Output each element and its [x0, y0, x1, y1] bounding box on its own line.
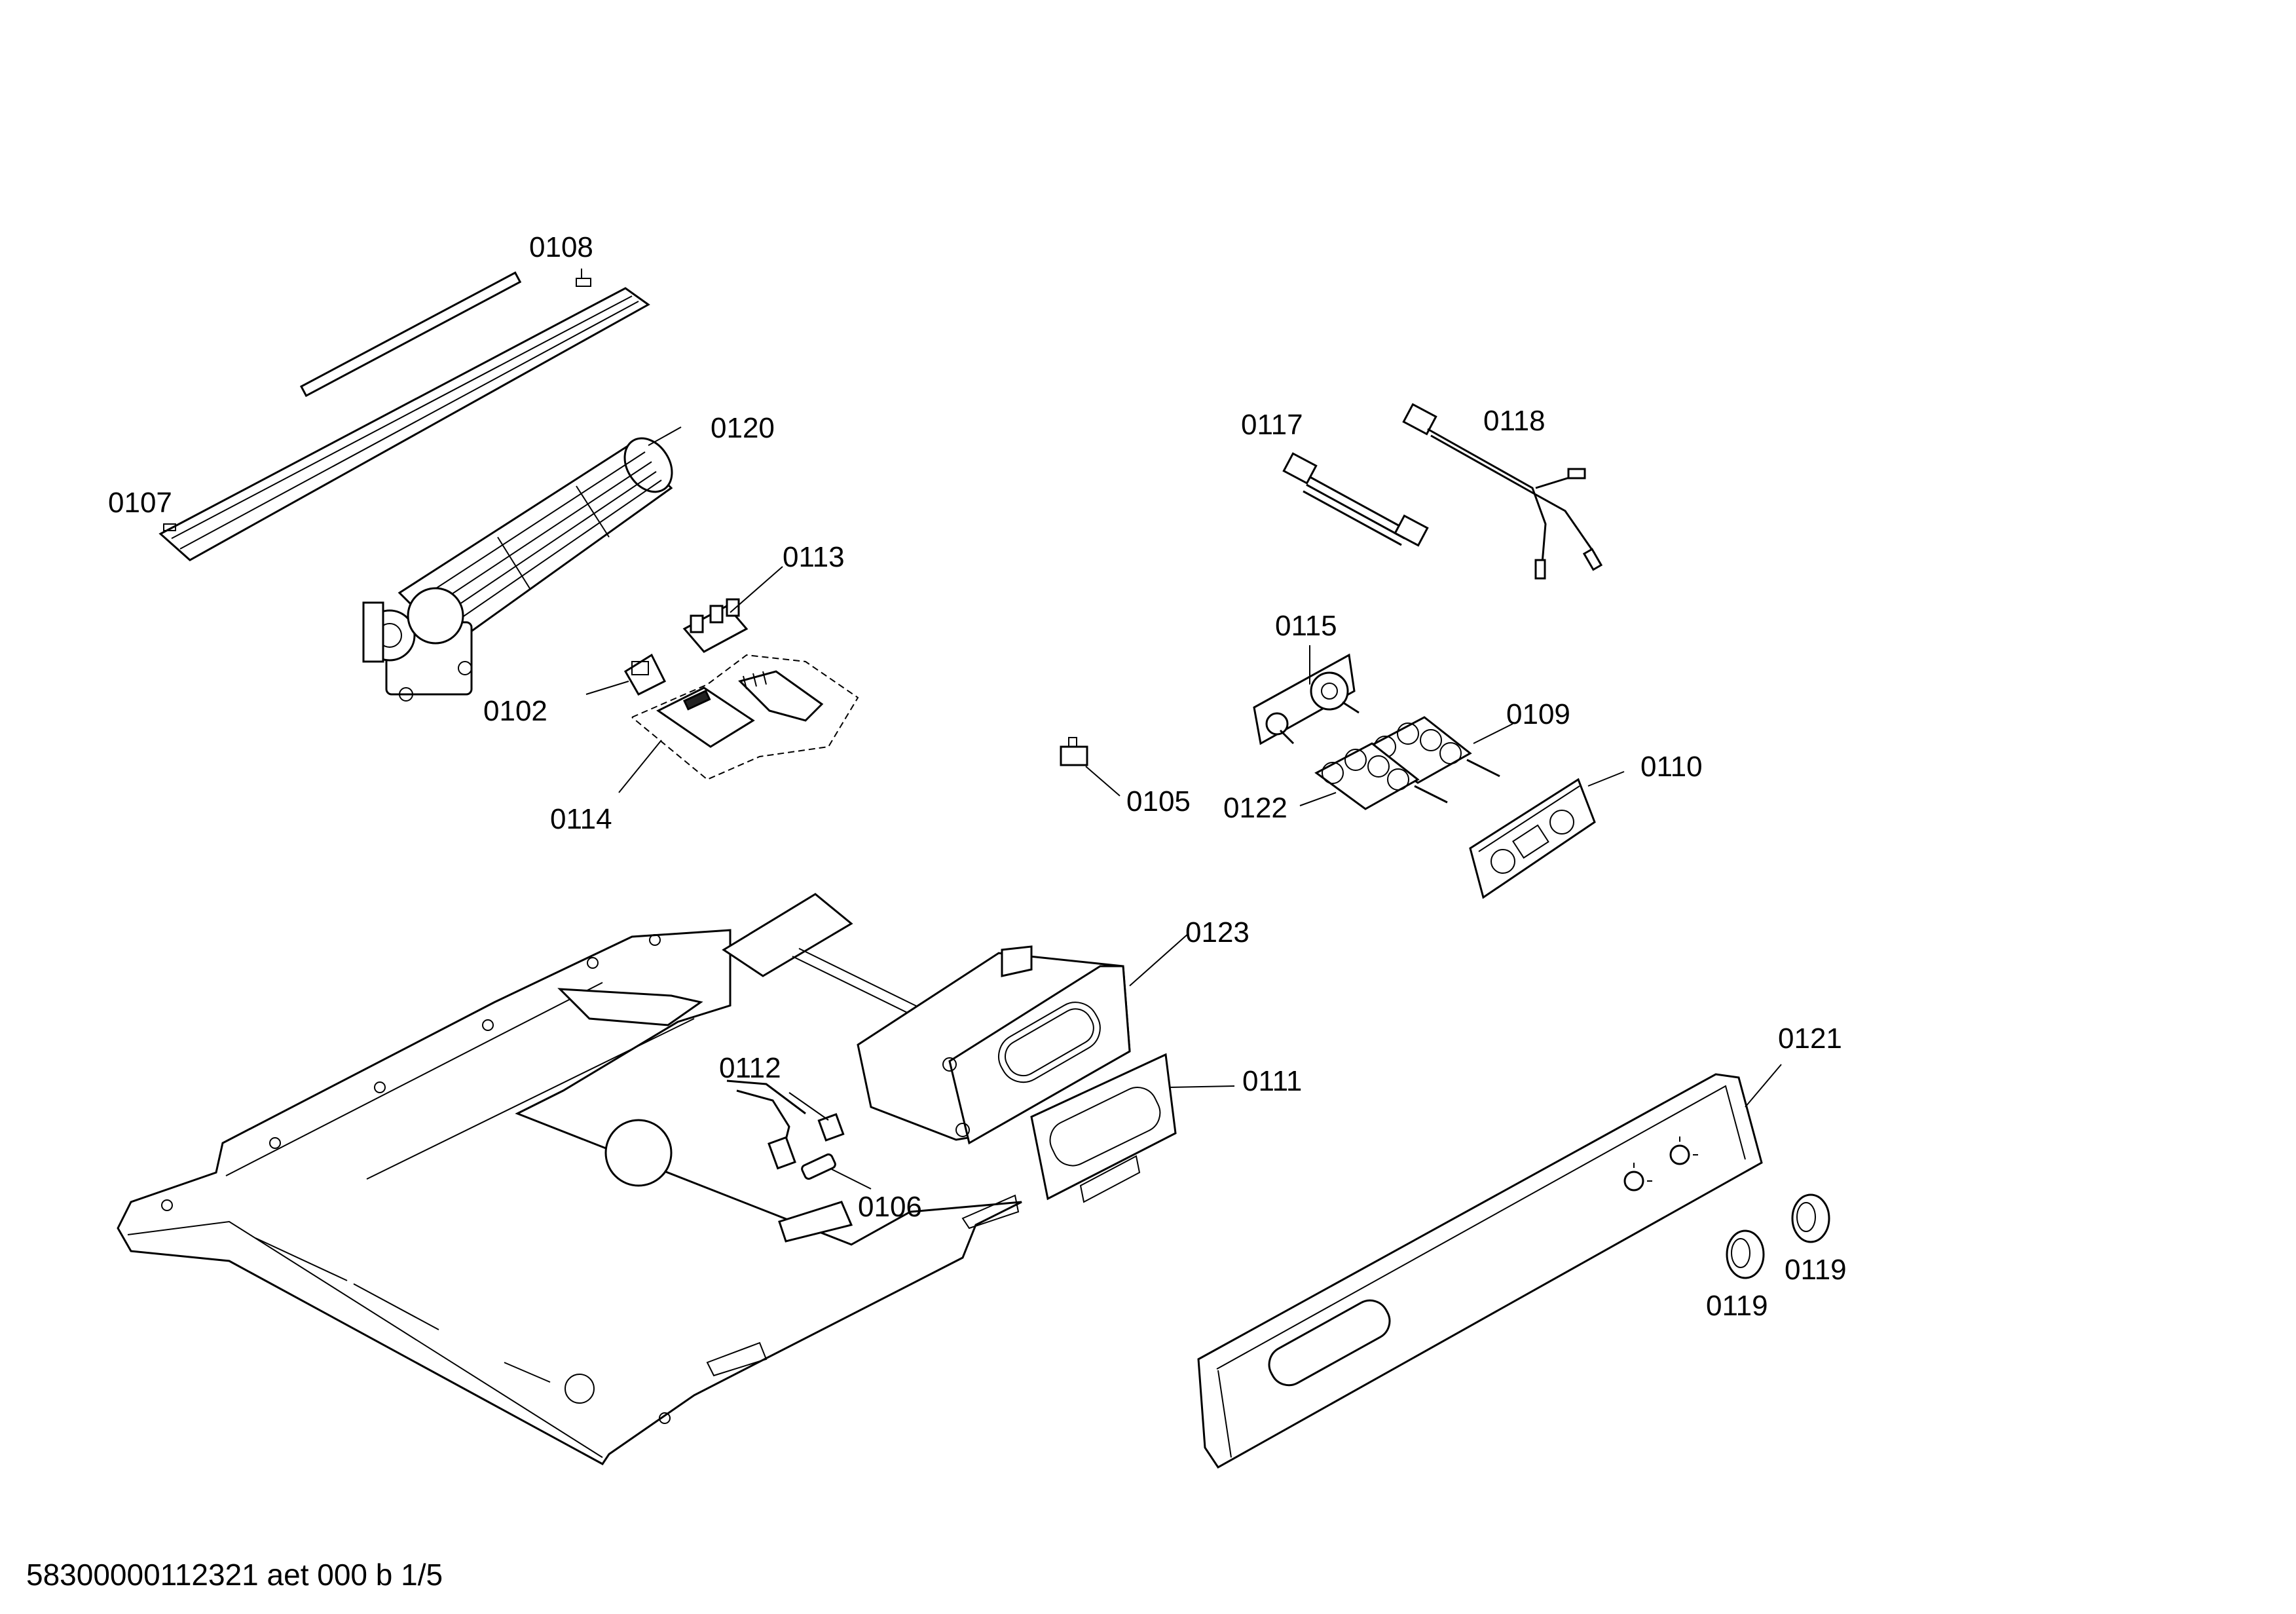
- label-0119-b: 0119: [1706, 1290, 1768, 1322]
- label-0113: 0113: [783, 541, 845, 573]
- part-knob-0119-a: [1791, 1193, 1830, 1243]
- part-bracket-0110: [1469, 778, 1596, 899]
- label-0121: 0121: [1778, 1023, 1842, 1055]
- label-0123: 0123: [1185, 916, 1250, 948]
- label-0110: 0110: [1640, 751, 1703, 783]
- label-0112: 0112: [719, 1052, 781, 1084]
- part-wiring-0112: [726, 1079, 845, 1170]
- part-rail-0107-0108: [158, 271, 650, 561]
- part-control-panel-0121: [1197, 1073, 1763, 1469]
- label-0109: 0109: [1506, 698, 1570, 730]
- part-switch-0105: [1060, 737, 1088, 766]
- part-display-housing-0123: [857, 945, 1131, 1145]
- label-0118: 0118: [1483, 405, 1546, 437]
- part-fan-motor-0120: [362, 437, 673, 702]
- part-lamp-assembly-0114: [631, 654, 859, 781]
- label-0114: 0114: [550, 803, 612, 835]
- part-sensor-0106: [801, 1153, 836, 1180]
- part-labels: 0108 0120 0107 0113 0102 0114 0117 0118 …: [108, 231, 1847, 1322]
- part-cable-0117: [1282, 452, 1429, 547]
- part-knob-0119-b: [1726, 1229, 1765, 1279]
- label-0119-a: 0119: [1785, 1254, 1847, 1286]
- label-0117: 0117: [1241, 409, 1303, 441]
- label-0115: 0115: [1275, 610, 1337, 642]
- part-thermostat-0115: [1253, 653, 1360, 745]
- part-lampholder-0102: [623, 653, 667, 696]
- drawing-footer-code: 58300000112321 aet 000 b 1/5: [26, 1558, 443, 1592]
- label-0106: 0106: [858, 1191, 922, 1223]
- label-0102: 0102: [483, 695, 547, 727]
- part-switch-0122: [1314, 742, 1448, 810]
- label-0120: 0120: [711, 412, 775, 444]
- leader-lines: [581, 269, 1782, 1190]
- part-terminal-0113: [682, 598, 749, 653]
- part-harness-0118: [1402, 403, 1603, 580]
- label-0122: 0122: [1223, 792, 1287, 824]
- label-0105: 0105: [1126, 785, 1191, 817]
- part-display-window-0111: [1030, 1053, 1177, 1203]
- label-0107: 0107: [108, 487, 172, 519]
- part-base-plate: [117, 893, 1022, 1465]
- label-0108: 0108: [529, 231, 593, 263]
- label-0111: 0111: [1242, 1065, 1302, 1097]
- part-switch-0109: [1367, 716, 1500, 784]
